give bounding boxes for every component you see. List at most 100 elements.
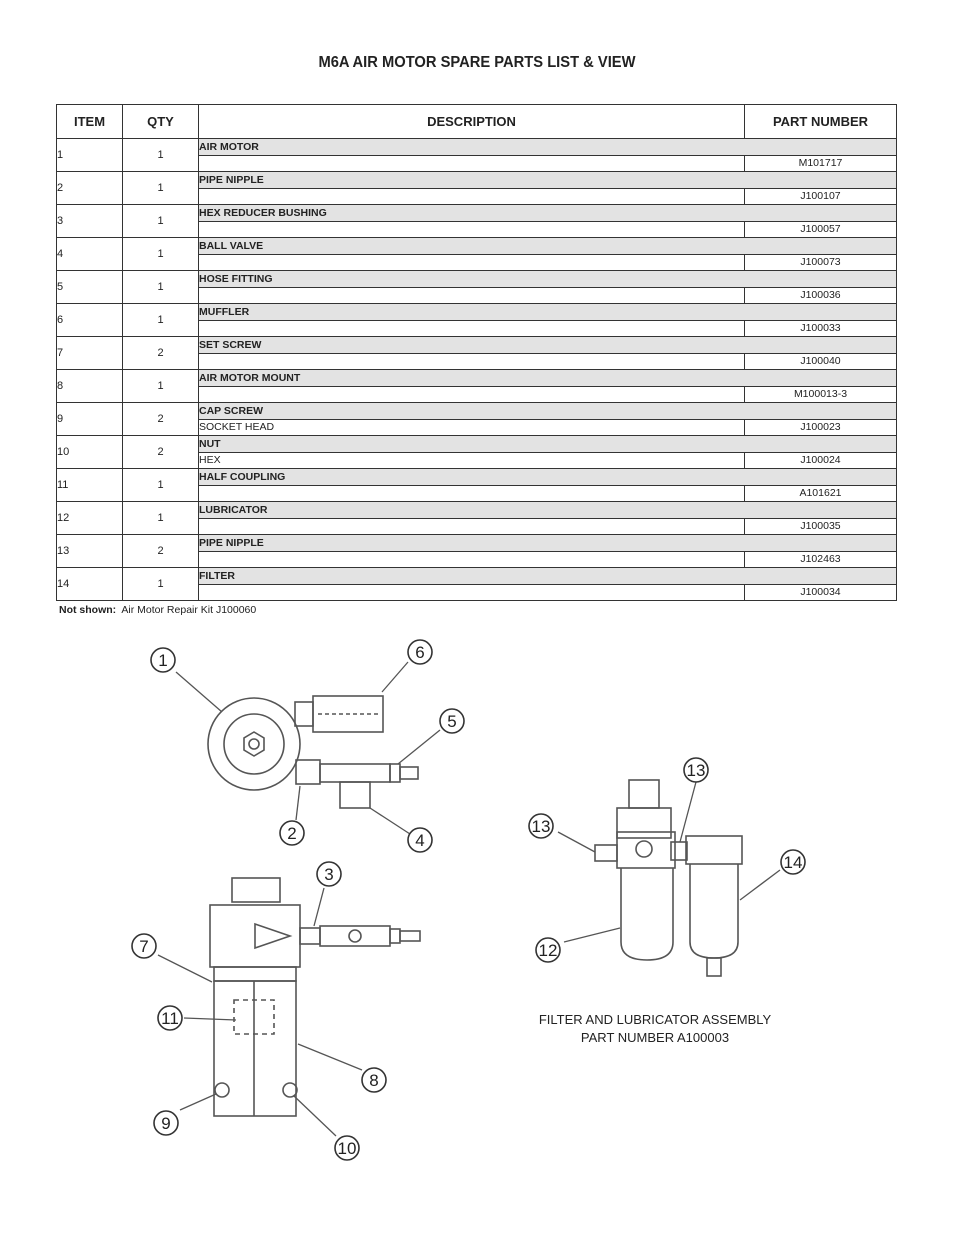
part-number-cell: M101717 [744, 154, 897, 172]
not-shown-note: Not shown: Air Motor Repair Kit J100060 [59, 604, 256, 616]
description-detail-cell [198, 319, 745, 337]
description-cell: SET SCREW [198, 336, 897, 354]
description-detail-cell [198, 154, 745, 172]
assembly-caption: FILTER AND LUBRICATOR ASSEMBLY PART NUMB… [525, 1011, 785, 1047]
qty-cell: 1 [122, 204, 199, 238]
qty-cell: 1 [122, 501, 199, 535]
qty-cell: 1 [122, 369, 199, 403]
callout-circle [334, 1135, 360, 1161]
table-row-detail: J100035 [57, 517, 897, 535]
description-cell: CAP SCREW [198, 402, 897, 420]
description-detail-cell [198, 484, 745, 502]
qty-cell: 2 [122, 534, 199, 568]
callout-label: 4 [415, 831, 424, 850]
callout-label: 8 [369, 1071, 378, 1090]
item-cell: 7 [56, 336, 123, 370]
part-number-cell: J100034 [744, 583, 897, 601]
description-cell: MUFFLER [198, 303, 897, 321]
callout-label: 1 [158, 651, 167, 670]
description-cell: AIR MOTOR MOUNT [198, 369, 897, 387]
callout-circle [316, 861, 342, 887]
callout-circle [153, 1110, 179, 1136]
description-detail-cell [198, 220, 745, 238]
header-item: ITEM [56, 104, 123, 139]
callout-label: 7 [139, 937, 148, 956]
callout-circle [683, 757, 709, 783]
item-cell: 10 [56, 435, 123, 469]
callout-label: 11 [161, 1009, 179, 1028]
table-row-detail: M100013-3 [57, 385, 897, 403]
description-detail-cell [198, 517, 745, 535]
callout-label: 2 [287, 824, 296, 843]
air-motor-mount-drawing [209, 877, 421, 1117]
callout-circle [535, 937, 561, 963]
description-cell: HEX REDUCER BUSHING [198, 204, 897, 222]
part-number-cell: J100057 [744, 220, 897, 238]
callout-label: 3 [324, 865, 333, 884]
callout-label: 9 [161, 1114, 170, 1133]
description-cell: FILTER [198, 567, 897, 585]
callout-circle [528, 813, 554, 839]
item-cell: 4 [56, 237, 123, 271]
callout-label: 13 [532, 817, 551, 836]
description-detail-cell [198, 253, 745, 271]
item-cell: 1 [56, 138, 123, 172]
item-cell: 11 [56, 468, 123, 502]
note-label: Not shown: [59, 604, 117, 616]
callout-label: 12 [539, 941, 558, 960]
description-cell: PIPE NIPPLE [198, 171, 897, 189]
item-cell: 12 [56, 501, 123, 535]
note-text: Air Motor Repair Kit J100060 [121, 604, 257, 616]
callout-circle [157, 1005, 183, 1031]
qty-cell: 1 [122, 567, 199, 601]
caption-line-2: PART NUMBER A100003 [580, 1030, 730, 1045]
part-number-cell: J100073 [744, 253, 897, 271]
description-cell: PIPE NIPPLE [198, 534, 897, 552]
table-header-row: ITEM QTY DESCRIPTION PART NUMBER [56, 104, 897, 139]
item-cell: 13 [56, 534, 123, 568]
description-detail-cell [198, 583, 745, 601]
description-detail-cell: SOCKET HEAD [198, 418, 745, 436]
qty-cell: 2 [122, 336, 199, 370]
description-detail-cell [198, 286, 745, 304]
caption-line-1: FILTER AND LUBRICATOR ASSEMBLY [538, 1012, 772, 1027]
description-cell: LUBRICATOR [198, 501, 897, 519]
callout-circle [279, 820, 305, 846]
qty-cell: 2 [122, 402, 199, 436]
part-number-cell: M100013-3 [744, 385, 897, 403]
callout-label: 6 [415, 643, 424, 662]
callout-circle [150, 647, 176, 673]
part-number-cell: J100036 [744, 286, 897, 304]
part-number-cell: J100033 [744, 319, 897, 337]
filter-lubricator-drawing [594, 779, 743, 977]
callout-circle [361, 1067, 387, 1093]
callout-circle [407, 639, 433, 665]
header-part-number: PART NUMBER [744, 104, 897, 139]
qty-cell: 1 [122, 468, 199, 502]
item-cell: 3 [56, 204, 123, 238]
item-cell: 5 [56, 270, 123, 304]
callout-label: 13 [687, 761, 706, 780]
item-cell: 8 [56, 369, 123, 403]
part-number-cell: J100024 [744, 451, 897, 469]
part-number-cell: J100035 [744, 517, 897, 535]
item-cell: 14 [56, 567, 123, 601]
qty-cell: 1 [122, 237, 199, 271]
description-cell: NUT [198, 435, 897, 453]
leader-lines [157, 661, 781, 1137]
